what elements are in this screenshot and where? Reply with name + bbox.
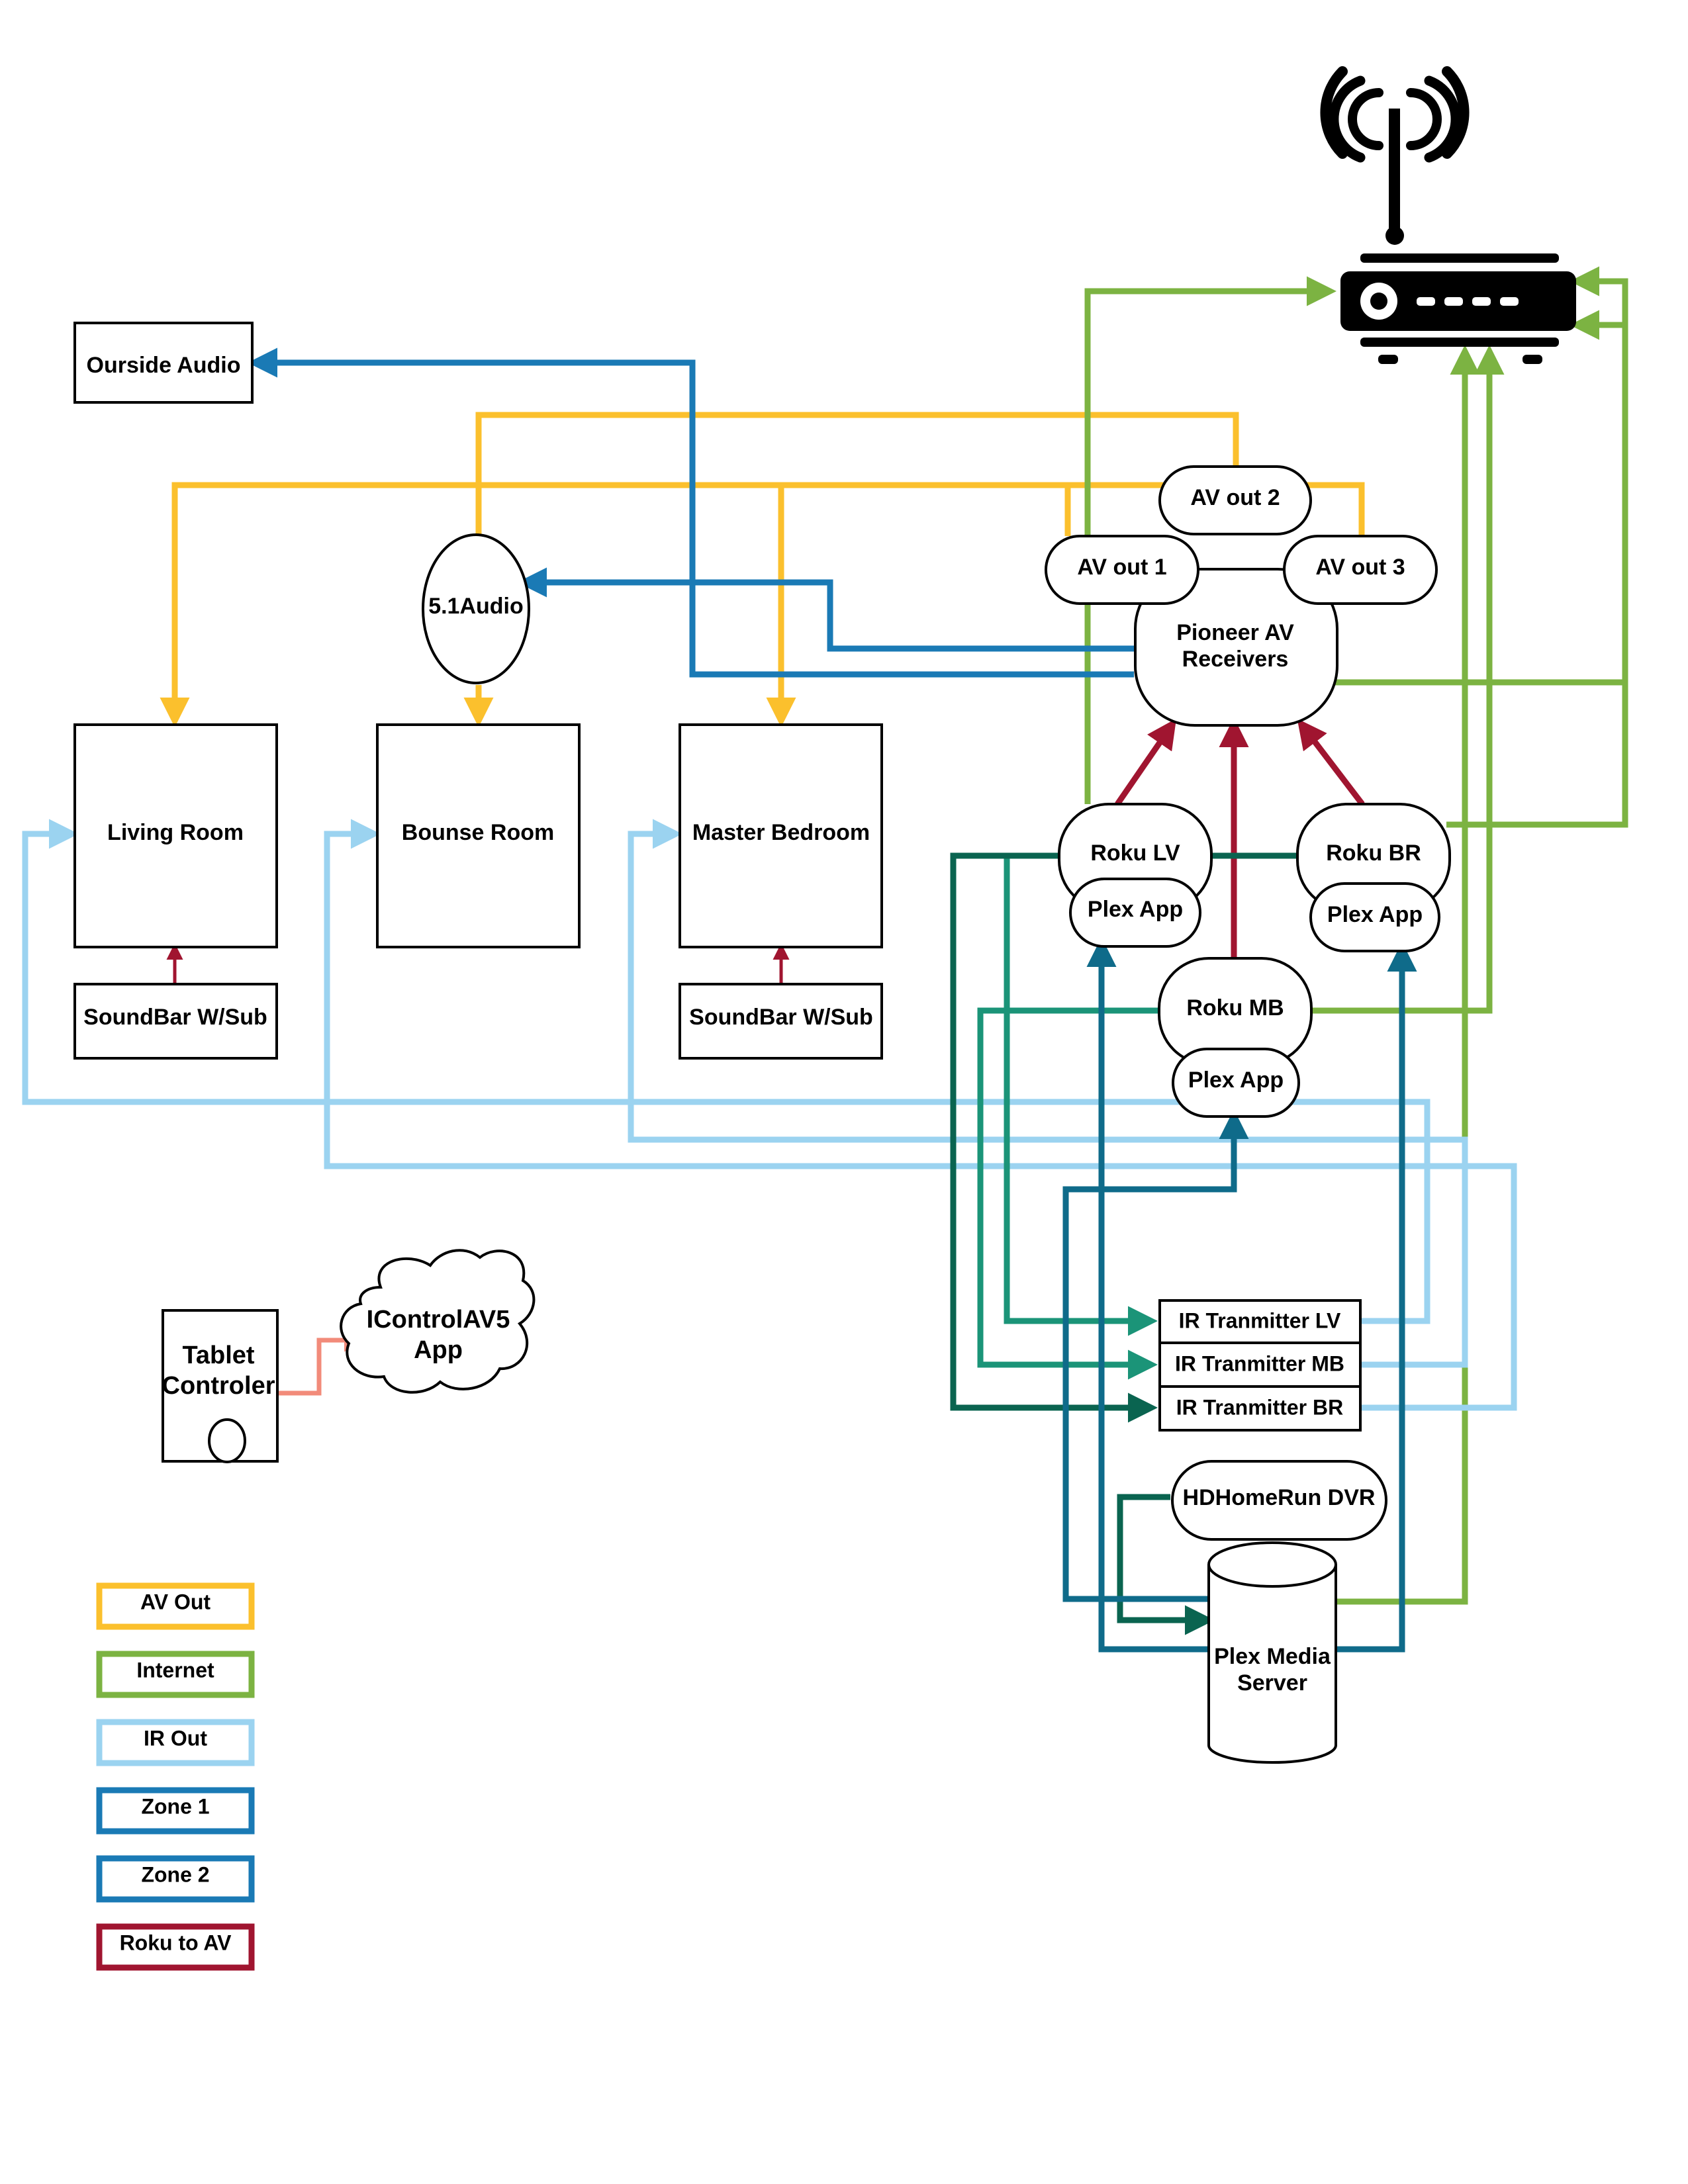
plex-server-label-line1: Plex Media [1214,1644,1331,1669]
soundbar-lr-label: SoundBar W/Sub [83,1005,267,1030]
audio-5-1-label: 5.1Audio [428,594,524,619]
ir-out-connectors [22,819,1517,1411]
plex-app-mb-node: Plex App [1172,1048,1300,1118]
plex-app-lv-label: Plex App [1088,897,1183,922]
plex-server-label-line2: Server [1237,1670,1307,1696]
roku-mb-node: Roku MB [1158,957,1313,1066]
plex-app-mb-label: Plex App [1188,1068,1284,1093]
av-out-2-to-5-1-audio [475,412,1239,535]
plex-server-to-plex-app-br [1336,942,1417,1653]
av-out-3-to-master-bedroom [766,482,1365,727]
hdhomerun-to-plex-server [1117,1494,1215,1635]
av-out-2-label: AV out 2 [1190,485,1280,510]
ir-mb-to-master-bedroom [628,819,1468,1368]
legend-item: Internet [96,1651,255,1698]
pioneer-receiver-node: Pioneer AV Receivers [1134,568,1338,727]
legend-swatch [96,1923,255,1971]
roku-lv-to-pioneer [1115,718,1177,806]
tablet-label-line1: Tablet [182,1342,254,1369]
plex-server-to-plex-app-lv [1086,937,1209,1653]
legend-label: Roku to AV [120,1931,232,1954]
zone-connectors [248,347,1134,678]
plex-server-to-router [1336,345,1480,1605]
master-bedroom-node: Master Bedroom [679,723,883,948]
roku-br-to-router [1446,310,1628,828]
plex-app-br-label: Plex App [1327,902,1423,927]
legend-label: AV Out [140,1590,211,1614]
legend-item: Roku to AV [96,1923,255,1971]
living-room-node: Living Room [73,723,278,948]
pioneer-zone-to-5-1-audio [517,567,1134,652]
living-room-label: Living Room [107,820,244,845]
cloud-shape-icon [340,1249,536,1394]
legend-swatch [96,1719,255,1766]
legend-swatch [96,1651,255,1698]
ir-br-to-bounse-room [324,819,1517,1411]
av-out-3-node: AV out 3 [1283,535,1438,605]
ir-lv-to-living-room [22,819,1430,1324]
internet-connectors [1084,266,1628,1605]
av-out-2-node: AV out 2 [1158,465,1312,535]
master-bedroom-label: Master Bedroom [692,820,870,845]
outside-audio-label: Ourside Audio [87,353,241,378]
plex-server-to-plex-app-mb [1062,1109,1249,1602]
icontrol-label-line1: IControlAV5 [367,1306,510,1334]
tablet-controller-node: Tablet Controler [162,1309,279,1463]
ir-lv-label: IR Tranmitter LV [1179,1308,1341,1332]
roku-br-label: Roku BR [1326,841,1421,866]
av-out-connectors [160,412,1365,727]
legend-item: AV Out [96,1582,255,1630]
audio-5-1-node: 5.1Audio [422,533,530,684]
connectors [22,266,1628,1653]
pioneer-label-line2: Receivers [1182,647,1289,672]
legend-label: IR Out [144,1726,207,1750]
legend-swatch [96,1855,255,1903]
roku-lv-to-router [1084,276,1336,804]
hdhomerun-label: HDHomeRun DVR [1183,1485,1376,1510]
ir-mb-label: IR Tranmitter MB [1175,1351,1344,1375]
legend-swatch [96,1787,255,1835]
soundbar-mb-node: SoundBar W/Sub [679,983,883,1060]
tablet-label-line2: Controler [162,1372,275,1400]
plex-app-lv-node: Plex App [1069,878,1201,948]
tablet-to-icontrol-app [278,1328,367,1396]
icontrol-label-line2: App [414,1336,463,1364]
soundbar-mb-label: SoundBar W/Sub [689,1005,873,1030]
roku-mb-label: Roku MB [1186,995,1284,1021]
roku-to-av-connectors [1115,717,1365,958]
legend-label: Internet [136,1658,214,1682]
av-out-1-label: AV out 1 [1077,555,1166,580]
legend-item: IR Out [96,1719,255,1766]
soundbar-lr-node: SoundBar W/Sub [73,983,278,1060]
ir-br-label: IR Tranmitter BR [1176,1395,1343,1419]
pioneer-label-line1: Pioneer AV [1176,620,1294,645]
av-out-1-node: AV out 1 [1045,535,1199,605]
legend-item: Zone 2 [96,1855,255,1903]
roku-lv-label: Roku LV [1090,841,1180,866]
roku-br-to-pioneer [1297,718,1365,806]
bounse-room-label: Bounse Room [402,820,554,845]
bounse-room-node: Bounse Room [376,723,581,948]
ir-transmitters-stack: IR Tranmitter LV IR Tranmitter MB IR Tra… [1158,1299,1362,1432]
plex-app-br-node: Plex App [1309,882,1440,952]
legend-label: Zone 1 [141,1794,209,1818]
roku-mb-to-router [1311,345,1505,1014]
wifi-router-icon [1320,66,1576,364]
plex-stream-connectors [1062,937,1417,1653]
av-out-1-to-living-room [160,482,1071,727]
pioneer-zone-to-outside-audio [248,347,1134,678]
legend-swatch [96,1582,255,1630]
plex-server-node: Plex Media Server [1207,1541,1337,1764]
tablet-home-button-icon [208,1418,246,1463]
icontrol-app-cloud: IControlAV5 App [340,1249,536,1394]
outside-audio-node: Ourside Audio [73,322,254,404]
av-out-3-label: AV out 3 [1315,555,1405,580]
legend-label: Zone 2 [141,1862,209,1886]
legend-item: Zone 1 [96,1787,255,1835]
hdhomerun-node: HDHomeRun DVR [1171,1460,1387,1541]
